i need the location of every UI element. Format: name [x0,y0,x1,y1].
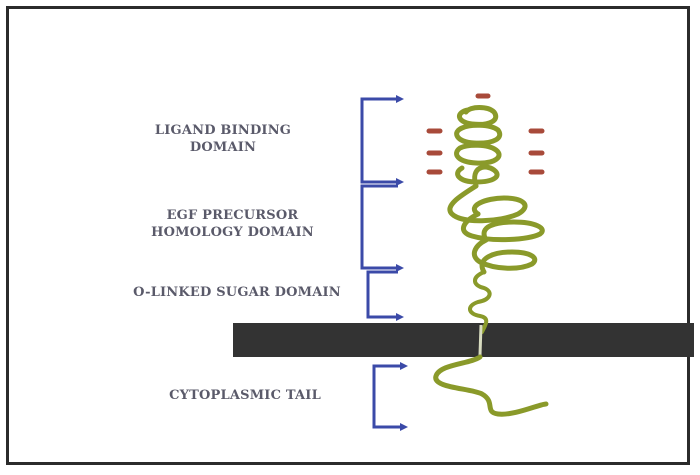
egf-precursor-loops [450,186,542,272]
arrow-tip-ligand-bottom [396,178,404,186]
egf-precursor-bracket [362,186,398,268]
ligand-binding-bracket [362,99,398,182]
cytoplasmic-tail-bracket [374,366,402,427]
cytoplasmic-tail-stem [436,357,546,414]
transmembrane-segment [480,325,481,355]
arrow-tip-cyto-top [400,362,408,370]
o-linked-sugar-bracket [368,272,398,317]
cell-membrane [233,323,694,357]
arrow-tip-cyto-bottom [400,423,408,431]
arrow-tip-olinked-bottom [396,313,404,321]
arrow-tip-ligand-top [396,95,404,103]
arrow-tip-egf-bottom [396,264,404,272]
ligand-binding-coils [457,108,500,187]
